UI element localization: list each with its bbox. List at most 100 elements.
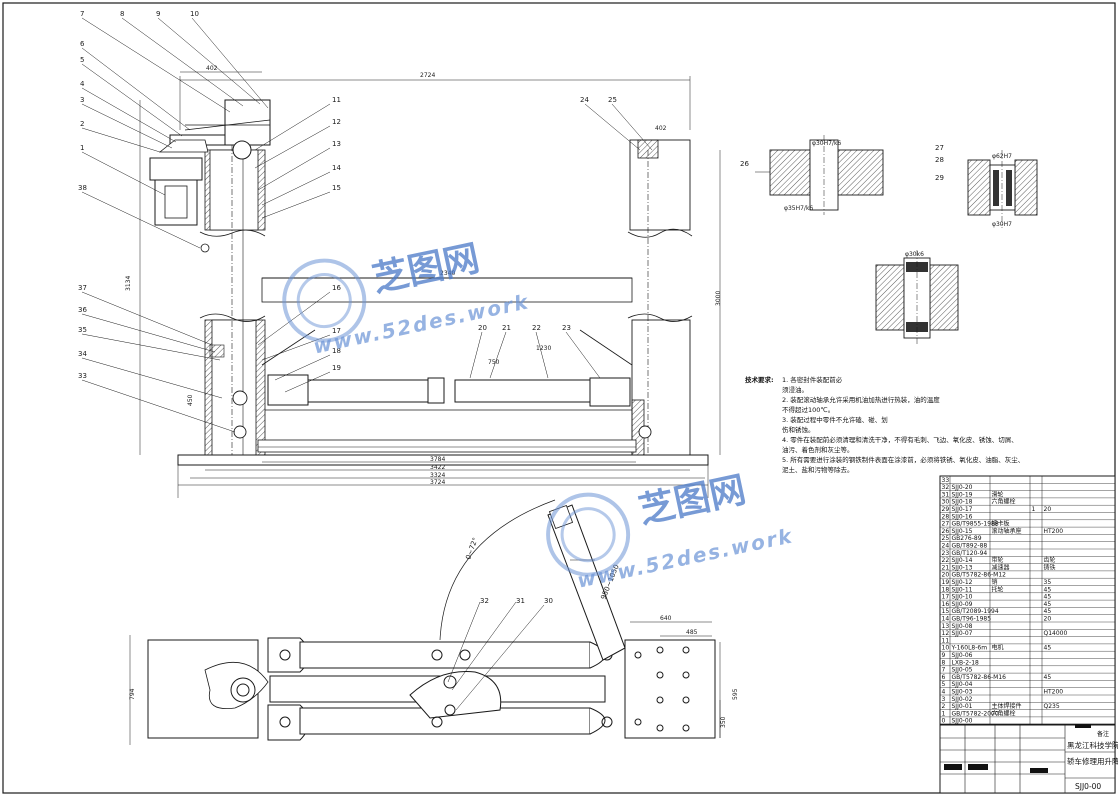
- bom-cell-code: SJJ0-07: [952, 630, 973, 637]
- bom-cell-code: SJJ0-01: [952, 703, 973, 710]
- bom-cell-no: 26: [942, 528, 950, 535]
- bom-cell-code: GB/T892-88: [952, 543, 988, 550]
- part-label-18: 18: [332, 347, 341, 355]
- bom-cell-no: 10: [942, 645, 950, 652]
- bom-cell-no: 13: [942, 623, 950, 630]
- dim-bottom-3: 3324: [430, 472, 445, 479]
- part-label-8: 8: [120, 10, 124, 18]
- bom-cell-name: 托轮: [992, 585, 1004, 593]
- bom-cell-no: 33: [942, 477, 950, 484]
- part-label-22: 22: [532, 324, 541, 332]
- part-label-14: 14: [332, 164, 341, 172]
- dim-left-mid: 450: [187, 394, 194, 406]
- plan-view: [129, 499, 721, 745]
- part-label-34: 34: [78, 350, 87, 358]
- bom-cell-code: SJJ0-10: [952, 594, 973, 601]
- bom-cell-mat: 45: [1044, 674, 1052, 681]
- part-label-21: 21: [502, 324, 511, 332]
- bom-cell-no: 21: [942, 564, 950, 571]
- bom-cell-mat: 20: [1044, 506, 1052, 513]
- dim-detail-2: φ35H7/k6: [784, 205, 813, 212]
- dim-mid-2: 1230: [536, 345, 551, 352]
- tech-note-line: 不得超过100℃。: [782, 405, 834, 414]
- dim-right-small: 402: [655, 125, 667, 132]
- bom-cell-mat: 45: [1044, 608, 1052, 615]
- part-label-16: 16: [332, 284, 341, 292]
- tech-note-line: 须浸油。: [782, 385, 808, 394]
- tech-note-line: 泥土、盐和污物等除去。: [782, 465, 854, 474]
- bom-cell-no: 9: [942, 652, 946, 659]
- bom-cell-code: LXB-2-18: [952, 659, 980, 666]
- bom-cell-no: 5: [942, 681, 946, 688]
- part-label-12: 12: [332, 118, 341, 126]
- bom-cell-no: 14: [942, 616, 950, 623]
- part-label-33: 33: [78, 372, 87, 380]
- bom-cell-name: 六角螺栓: [992, 709, 1016, 717]
- bom-cell-code: SJJ0-03: [952, 689, 973, 696]
- bom-cell-mat: 45: [1044, 594, 1052, 601]
- part-number-labels: 7 8 9 10 6 5 4 3 2 1 38 11 12 13 14 15 2…: [78, 10, 944, 605]
- part-label-29: 29: [935, 174, 944, 182]
- part-label-20: 20: [478, 324, 487, 332]
- bom-cell-mat: Q14000: [1044, 630, 1068, 637]
- leader-lines: [81, 17, 653, 433]
- bom-cell-mat: 45: [1044, 645, 1052, 652]
- bom-cell-name: 减速器: [992, 563, 1010, 571]
- part-label-6: 6: [80, 40, 85, 48]
- bom-cell-mat: 20: [1044, 616, 1052, 623]
- part-label-23: 23: [562, 324, 571, 332]
- bom-cell-no: 29: [942, 506, 950, 513]
- dim-top-left: 402: [206, 65, 218, 72]
- dim-top-span: 2724: [420, 72, 435, 79]
- bom-cell-no: 6: [942, 674, 946, 681]
- bom-cell-mat: 45: [1044, 601, 1052, 608]
- bom-cell-no: 20: [942, 572, 950, 579]
- bom-cell-no: 4: [942, 689, 946, 696]
- bom-cell-code: SJJ0-20: [952, 484, 973, 491]
- part-label-1: 1: [80, 144, 84, 152]
- dim-bottom-4: 3724: [430, 479, 445, 486]
- bom-cell-mat: 35: [1044, 579, 1052, 586]
- tech-note-line: 5. 所有需要进行涂装的钢铁制件表面在涂漆前，必须将铁锈、氧化皮、油脂、灰尘、: [782, 455, 1024, 464]
- bom-cell-code: SJJ0-05: [952, 667, 973, 674]
- bom-cell-no: 18: [942, 586, 950, 593]
- bom-cell-code: Y-160L8-6m: [951, 645, 988, 652]
- part-label-35: 35: [78, 326, 87, 334]
- bom-cell-no: 22: [942, 557, 950, 564]
- bom-cell-name: 主体焊接件: [992, 702, 1022, 710]
- bom-cell-mat: Q235: [1044, 703, 1060, 710]
- dim-bottom-2: 3422: [430, 464, 445, 471]
- part-label-5: 5: [80, 56, 84, 64]
- part-label-28: 28: [935, 156, 944, 164]
- dim-height-left: 3134: [125, 276, 132, 291]
- bom-cell-code: SJJ0-09: [952, 601, 973, 608]
- title-product: 轿车修理用升降机: [1067, 756, 1118, 766]
- bom-cell-name: 滑轮: [992, 490, 1004, 498]
- bom-cell-code: GB276-89: [952, 535, 982, 542]
- bom-cell-code: GB/T96-1985: [952, 616, 992, 623]
- title-drawing-number: SJJ0-00: [1075, 782, 1101, 791]
- part-label-25: 25: [608, 96, 617, 104]
- part-label-26: 26: [740, 160, 749, 168]
- bom-cell-code: SJJ0-06: [952, 652, 973, 659]
- bom-cell-code: SJJ0-08: [952, 623, 973, 630]
- bom-cell-code: SJJ0-18: [952, 499, 973, 506]
- bom-cell-name: 销: [992, 578, 998, 586]
- detail-views: [755, 135, 1038, 345]
- tech-note-line: 3. 装配过程中零件不允许磕、碰、划: [782, 415, 888, 424]
- bom-cell-code: SJJ0-12: [952, 579, 973, 586]
- bom-cell-no: 32: [942, 484, 950, 491]
- dim-plan-h2: 595: [732, 688, 739, 700]
- bom-cell-code: SJJ0-15: [952, 528, 973, 535]
- part-label-10: 10: [190, 10, 199, 18]
- bom-cell-no: 11: [942, 637, 950, 644]
- bom-cell-mat: HT200: [1044, 689, 1064, 696]
- dim-arc-angle: 0~72°: [464, 537, 479, 561]
- bom-cell-code: SJJ0-02: [952, 696, 973, 703]
- technical-requirements: 技术要求: 1. 各密封件装配前必 须浸油。 2. 装配滚动轴承允许采用机油加热…: [745, 375, 1024, 474]
- tech-note-line: 1. 各密封件装配前必: [782, 375, 843, 384]
- part-label-13: 13: [332, 140, 341, 148]
- part-label-2: 2: [80, 120, 84, 128]
